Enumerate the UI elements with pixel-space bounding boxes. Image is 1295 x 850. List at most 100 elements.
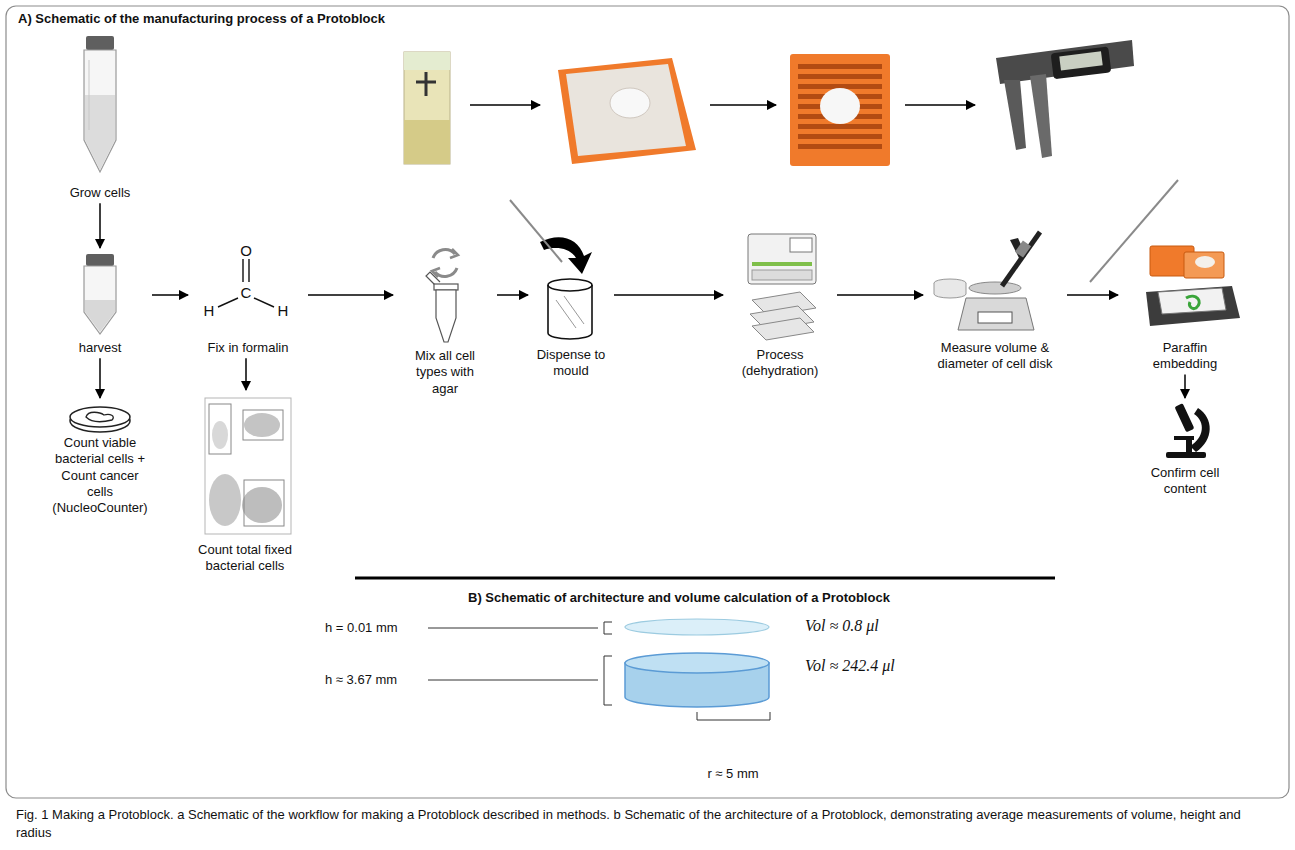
step-label: Confirm cell content — [1150, 465, 1220, 498]
illustration-part — [604, 656, 612, 705]
illustration-part — [752, 270, 812, 280]
illustration-part — [798, 124, 882, 129]
illustration-part — [540, 237, 592, 274]
volume-label: Vol ≈ 0.8 μl — [805, 616, 879, 635]
step-label: Mix all cell types with agar — [405, 348, 485, 397]
illustration-part — [1051, 46, 1112, 79]
process-step: Dispense to mould — [530, 225, 612, 380]
illustration-part — [254, 298, 274, 307]
illustration-part — [1015, 240, 1031, 257]
flow-arrow — [152, 294, 188, 296]
flow-arrow — [614, 294, 723, 296]
step-label: Count total fixed bacterial cells — [190, 542, 300, 575]
leader-line — [1090, 180, 1178, 282]
step-label: harvest — [55, 340, 145, 356]
illustration-part — [798, 74, 882, 79]
photo-arrow — [905, 104, 975, 106]
illustration-part — [84, 50, 116, 172]
illustration-part — [404, 52, 450, 70]
illustration-part — [748, 234, 816, 284]
process-step: Measure volume & diameter of cell disk — [925, 222, 1065, 373]
leader-line — [510, 200, 562, 262]
dimension-label: r ≈ 5 mm — [707, 766, 758, 782]
balance-and-caliper — [934, 232, 1040, 330]
flow-arrow — [837, 294, 923, 296]
illustration-part — [548, 279, 592, 291]
illustration-part — [969, 282, 1021, 294]
illustration-part — [566, 64, 686, 156]
illustration-part — [86, 36, 114, 50]
mould-cylinder — [548, 279, 592, 339]
illustration-part — [86, 412, 113, 421]
illustration-part — [1004, 80, 1026, 150]
illustration-part — [205, 398, 291, 534]
illustration-part — [85, 300, 115, 332]
illustration-part — [1158, 288, 1226, 314]
process-step: Count viable bacterial cells + Count can… — [40, 400, 160, 516]
illustration-part — [752, 262, 812, 266]
step-label: Fix in formalin — [193, 340, 303, 356]
step-label: Count viable bacterial cells + Count can… — [50, 435, 150, 516]
rotation-arrows — [432, 249, 458, 277]
thick-disk — [625, 653, 769, 707]
figure-frame — [6, 6, 1289, 798]
illustration-part — [86, 254, 114, 266]
chemical-bonds — [218, 259, 274, 307]
illustration-part — [404, 120, 450, 164]
curved-arrow — [540, 237, 592, 274]
illustration-part — [1184, 252, 1224, 278]
illustration-part — [450, 249, 458, 258]
illustration-part — [1186, 296, 1199, 308]
tissue-processor — [748, 234, 816, 284]
illustration-part — [428, 628, 598, 629]
dimension-lines — [428, 622, 770, 720]
illustration-part — [248, 259, 249, 282]
step-label: Dispense to mould — [533, 347, 609, 380]
illustration-part — [625, 619, 769, 635]
step-label: Grow cells — [45, 185, 155, 201]
illustration-part — [610, 88, 650, 118]
illustration-part — [416, 72, 436, 96]
caliper-photo — [996, 40, 1134, 158]
illustration-part — [798, 134, 882, 139]
falcon-tube — [84, 36, 116, 172]
process-step: Paraffin embedding — [1120, 222, 1250, 373]
step-label: Paraffin embedding — [1145, 340, 1225, 373]
section-divider — [355, 577, 1055, 580]
illustration-part — [242, 487, 282, 523]
illustration-part — [1190, 408, 1210, 452]
falcon-tube — [84, 254, 116, 334]
photo-arrow — [470, 104, 540, 106]
illustration-part — [752, 318, 814, 340]
illustration-part — [1002, 232, 1040, 286]
illustration-part — [1174, 436, 1194, 440]
illustration-part — [212, 421, 228, 449]
illustration-part — [996, 40, 1134, 84]
petri-dish — [70, 407, 130, 432]
figure-title: A) Schematic of the manufacturing proces… — [18, 11, 385, 26]
eppendorf-tube — [426, 272, 458, 342]
agar-vial-photo — [404, 52, 450, 164]
illustration-part — [978, 312, 1012, 323]
atom-symbol: H — [278, 302, 289, 320]
illustration-part — [798, 144, 882, 149]
illustration-part — [556, 300, 576, 328]
step-label: Measure volume & diameter of cell disk — [934, 340, 1056, 373]
illustration-part — [604, 622, 612, 634]
flow-arrow — [245, 358, 247, 390]
process-step: Count total fixed bacterial cells — [185, 392, 305, 575]
flow-arrow — [308, 294, 393, 296]
illustration-part — [790, 54, 890, 166]
illustration-part — [1186, 440, 1192, 452]
illustration-part — [558, 58, 696, 164]
illustration-part — [434, 284, 458, 290]
illustration-part — [209, 474, 241, 526]
processing-cassette-photo — [790, 54, 890, 166]
flow-arrow — [497, 294, 528, 296]
illustration-part — [244, 413, 280, 437]
embedding-station — [1146, 246, 1240, 326]
